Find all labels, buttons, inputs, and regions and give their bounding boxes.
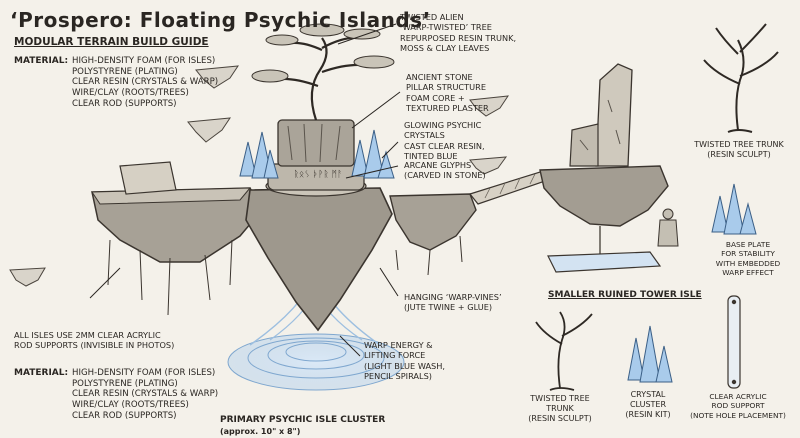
sidebar-acrylic-rod [727, 295, 741, 389]
caption-primary-title: Primary Psychic Isle Cluster [220, 415, 386, 426]
warp-vortex [227, 273, 405, 391]
bottom-tree-label: Twisted Tree Trunk (Resin Sculpt) [528, 394, 592, 423]
material-label-bottom: Material: [14, 368, 69, 378]
callout-vines: Hanging ‘warp-vines’ (jute twine + glue) [404, 292, 502, 313]
callout-warp: Warp Energy & Lifting Force (light blue … [364, 340, 446, 381]
acrylic-support-note: All isles use 2mm clear acrylic rod supp… [14, 330, 175, 351]
distant-islands [9, 65, 510, 287]
callout-crystals: Glowing Psychic Crystals cast clear resi… [404, 120, 485, 161]
material-label-top: Material: [14, 56, 69, 66]
material-list-bottom: High-Density Foam (for isles) Polystyren… [72, 368, 219, 421]
tower-isle [539, 63, 669, 273]
left-isle [91, 161, 263, 316]
page-subtitle: Modular Terrain Build Guide [14, 36, 209, 48]
callout-glyphs: Arcane Glyphs (carved in stone) [404, 160, 486, 181]
right-isle [389, 193, 477, 276]
arcane-glyph-band: ᚱᛟᛊ ᚦᚹᚱ ᛗᚨ [293, 170, 343, 180]
bottom-crystal-cluster [627, 325, 673, 383]
callout-tree: Twisted Alien ‘Warp-Twisted’ Tree repurp… [400, 12, 517, 53]
leader-lines [89, 23, 401, 357]
bottom-crystal-label: Crystal Cluster (Resin Kit) [625, 390, 671, 419]
material-list-top: High-Density Foam (for isles) Polystyren… [72, 56, 219, 109]
caption-primary-cluster: Primary Psychic Isle Cluster (approx. 10… [220, 404, 385, 438]
sidebar-tree-trunk [703, 23, 779, 133]
sidebar-crystal [711, 183, 757, 235]
sidebar-rod-label: Clear Acrylic Rod Support (note hole pla… [690, 392, 786, 420]
sidebar-base-plate-label: Base Plate for stability with embedded w… [715, 240, 781, 277]
tree-foliage [251, 23, 395, 83]
warp-tree [271, 36, 373, 121]
callout-pillar: Ancient Stone Pillar Structure foam core… [406, 72, 489, 113]
bottom-tree-trunk [535, 311, 593, 391]
mini-figure [657, 208, 679, 247]
page-title: ‘Prospero: Floating Psychic Islands’ [10, 8, 431, 32]
sidebar-tree-label: Twisted Tree Trunk (Resin Sculpt) [694, 140, 784, 159]
central-isle [245, 119, 393, 332]
caption-primary-dims: (approx. 10" x 8") [220, 426, 301, 436]
psychic-crystals [239, 129, 395, 179]
caption-tower-isle: Smaller Ruined Tower Isle [548, 290, 702, 300]
